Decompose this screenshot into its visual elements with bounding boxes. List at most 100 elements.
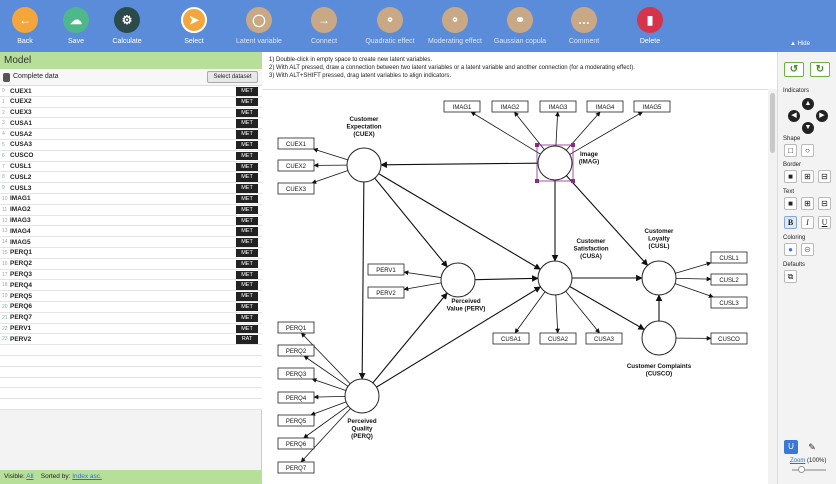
latent-variable-node[interactable] — [344, 378, 380, 414]
move-down-icon[interactable]: ▼ — [802, 122, 814, 134]
indicator-box[interactable] — [633, 100, 671, 113]
indicator-box[interactable] — [277, 391, 315, 404]
loading-arrow[interactable] — [514, 291, 546, 334]
restore-defaults-icon[interactable]: ⧉ — [784, 270, 797, 283]
vertical-scrollbar[interactable] — [768, 89, 777, 484]
quadratic-effect-button[interactable]: ⚬Quadratic effect — [355, 7, 425, 51]
resize-handle[interactable] — [571, 179, 575, 183]
resize-handle[interactable] — [535, 179, 539, 183]
loading-arrow[interactable] — [300, 332, 351, 385]
indicator-box[interactable] — [277, 137, 315, 150]
scale-type-badge[interactable]: MET — [236, 270, 258, 280]
indicator-box[interactable] — [367, 263, 405, 276]
magnet-icon[interactable]: U — [784, 440, 798, 454]
scale-type-badge[interactable]: MET — [236, 194, 258, 204]
scale-type-badge[interactable]: MET — [236, 313, 258, 323]
loading-arrow[interactable] — [555, 294, 560, 334]
border-decrease-icon[interactable]: ⊟ — [818, 170, 831, 183]
scale-type-badge[interactable]: MET — [236, 151, 258, 161]
rectangle-shape-icon[interactable]: □ — [784, 144, 797, 157]
loading-arrow[interactable] — [303, 405, 349, 439]
scale-type-badge[interactable]: MET — [236, 281, 258, 290]
scale-type-badge[interactable]: MET — [236, 173, 258, 182]
indicator-box[interactable] — [710, 273, 748, 286]
undo-button[interactable]: ↺ — [784, 62, 804, 77]
scale-type-badge[interactable]: MET — [236, 248, 258, 258]
loading-arrow[interactable] — [311, 170, 349, 184]
scale-type-badge[interactable]: MET — [236, 108, 258, 118]
scale-type-badge[interactable]: MET — [236, 87, 258, 96]
loading-arrow[interactable] — [303, 355, 349, 387]
text-color-icon[interactable]: ■ — [784, 197, 797, 210]
scrollbar-thumb[interactable] — [770, 93, 775, 153]
indicator-box[interactable] — [443, 100, 481, 113]
indicator-box[interactable] — [710, 251, 748, 264]
indicator-box[interactable] — [277, 321, 315, 334]
path-arrow[interactable] — [374, 177, 448, 268]
indicator-box[interactable] — [585, 332, 623, 345]
back-button[interactable]: ←Back — [0, 7, 60, 51]
indicator-box[interactable] — [492, 332, 530, 345]
bold-icon[interactable]: B — [784, 216, 797, 229]
loading-arrow[interactable] — [470, 111, 541, 155]
indicator-box[interactable] — [277, 367, 315, 380]
latent-variable-node[interactable] — [641, 260, 677, 296]
zoom-link[interactable]: Zoom — [790, 458, 806, 464]
indicator-box[interactable] — [539, 332, 577, 345]
ellipse-shape-icon[interactable]: ○ — [801, 144, 814, 157]
scale-type-badge[interactable]: MET — [236, 259, 258, 269]
redo-button[interactable]: ↻ — [810, 62, 830, 77]
loading-arrow[interactable] — [565, 290, 600, 334]
latent-variable-button[interactable]: ◯Latent variable — [224, 7, 294, 51]
select-button[interactable]: ➤Select — [159, 7, 229, 51]
loading-arrow[interactable] — [514, 111, 545, 150]
resize-handle[interactable] — [571, 143, 575, 147]
loading-arrow[interactable] — [569, 111, 643, 155]
indicator-box[interactable] — [491, 100, 529, 113]
loading-arrow[interactable] — [300, 408, 351, 463]
latent-variable-node[interactable] — [346, 147, 382, 183]
latent-variable-node[interactable] — [440, 262, 476, 298]
path-arrow[interactable] — [474, 275, 539, 282]
loading-arrow[interactable] — [312, 148, 348, 161]
loading-arrow[interactable] — [674, 283, 714, 298]
scale-type-badge[interactable]: MET — [236, 216, 258, 226]
comment-button[interactable]: …Comment — [549, 7, 619, 51]
indicator-box[interactable] — [277, 344, 315, 357]
indicator-box[interactable] — [277, 461, 315, 474]
text-size-decrease-icon[interactable]: ⊟ — [818, 197, 831, 210]
scale-type-badge[interactable]: MET — [236, 184, 258, 193]
resize-handle[interactable] — [535, 143, 539, 147]
latent-variable-node[interactable] — [641, 320, 677, 356]
indicator-box[interactable] — [277, 182, 315, 195]
path-arrow[interactable] — [376, 286, 542, 388]
indicator-box[interactable] — [277, 437, 315, 450]
path-arrow[interactable] — [358, 181, 366, 380]
gaussian-copula-button[interactable]: ⚭Gaussian copula — [485, 7, 555, 51]
scale-type-badge[interactable]: MET — [236, 227, 258, 236]
visible-filter-link[interactable]: All — [26, 473, 34, 480]
loading-arrow[interactable] — [555, 111, 560, 147]
zoom-slider[interactable] — [792, 466, 826, 473]
scale-type-badge[interactable]: MET — [236, 292, 258, 301]
hide-button[interactable]: ▲ Hide — [790, 41, 810, 47]
save-button[interactable]: ☁Save — [41, 7, 111, 51]
loading-arrow[interactable] — [675, 276, 712, 282]
zoom-slider-knob[interactable] — [798, 466, 805, 473]
text-size-increase-icon[interactable]: ⊞ — [801, 197, 814, 210]
underline-icon[interactable]: U — [818, 216, 831, 229]
connect-button[interactable]: →Connect — [289, 7, 359, 51]
path-arrow[interactable] — [372, 292, 448, 384]
loading-arrow[interactable] — [311, 378, 347, 391]
latent-variable-node[interactable] — [537, 145, 573, 181]
